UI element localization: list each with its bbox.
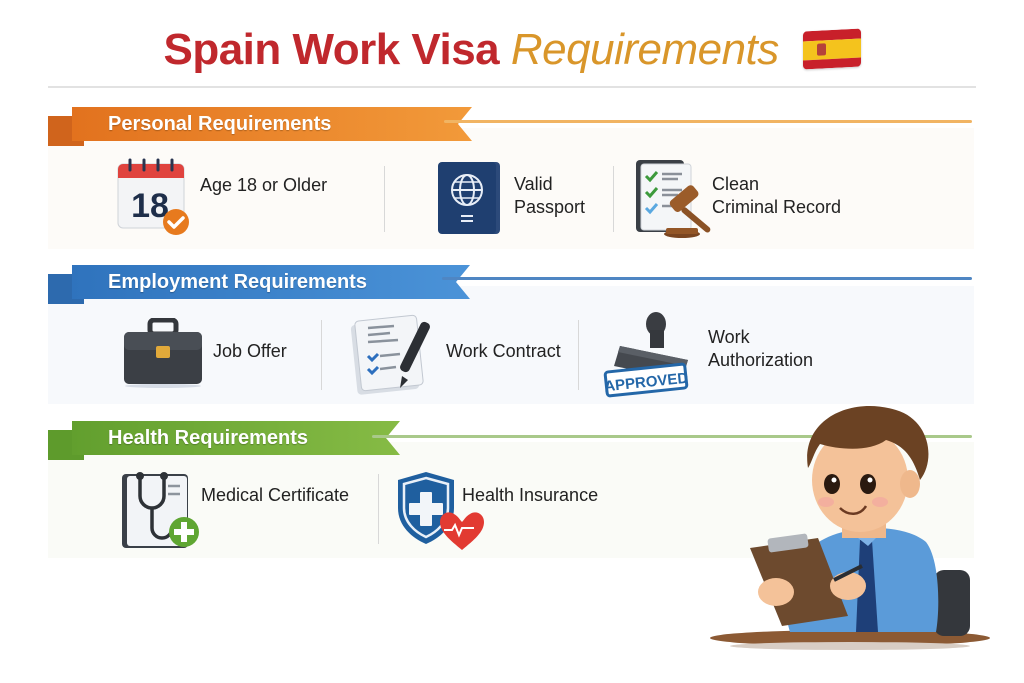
item-divider (578, 320, 579, 390)
requirement-label: Job Offer (213, 341, 287, 361)
title-part2: Requirements (510, 25, 779, 74)
briefcase-icon (124, 318, 202, 388)
health-insurance-shield-icon (398, 472, 484, 550)
passport-icon (438, 162, 500, 234)
requirement-label: Valid (514, 174, 553, 194)
ribbon-line (442, 277, 972, 280)
item-divider (378, 474, 379, 544)
requirement-label: Health Insurance (462, 485, 599, 505)
section-ribbon: Employment Requirements (72, 265, 470, 299)
contract-pen-icon (350, 314, 430, 395)
requirement-label: Age 18 or Older (200, 175, 328, 195)
checklist-gavel-icon (636, 160, 711, 238)
requirement-label: Work Contract (446, 341, 561, 361)
requirement-label: Clean (712, 174, 760, 194)
requirement-label: Medical Certificate (201, 485, 350, 505)
item-divider (321, 320, 322, 390)
requirement-health-insurance: Health Insurance (462, 484, 598, 507)
svg-text:18: 18 (131, 187, 169, 225)
section-ribbon: Personal Requirements (72, 107, 472, 141)
requirement-label-line2: Criminal Record (712, 197, 842, 217)
title-part1: Spain Work Visa (163, 25, 500, 74)
item-divider (613, 166, 614, 232)
personal-requirements-section: Personal Requirements 18 Age 18 or Older… (48, 104, 974, 249)
section-ribbon: Health Requirements (72, 421, 400, 455)
employment-requirements-section: Employment Requirements Job Offer Work C… (48, 262, 974, 404)
requirement-criminal-record: Clean Criminal Record (712, 173, 841, 219)
requirement-label-line2: Passport (514, 197, 586, 217)
person-with-clipboard-illustration (710, 406, 990, 650)
ribbon-line (444, 120, 972, 123)
title-divider (48, 86, 976, 88)
requirement-job-offer: Job Offer (213, 340, 287, 363)
spain-flag-icon (802, 28, 861, 70)
requirement-passport: Valid Passport (514, 173, 585, 219)
item-divider (384, 166, 385, 232)
approved-stamp-icon: APPROVED (604, 312, 689, 398)
ribbon-line (372, 435, 972, 438)
section-background (48, 128, 974, 249)
requirement-age: Age 18 or Older (200, 174, 327, 197)
page-title: Spain Work Visa Requirements (0, 22, 1024, 78)
calendar-check-icon: 18 (117, 158, 189, 235)
medical-certificate-icon (122, 472, 199, 548)
section-background (48, 286, 974, 404)
requirement-work-contract: Work Contract (446, 340, 561, 363)
requirement-work-authorization: Work Authorization (708, 326, 813, 372)
requirement-medical-certificate: Medical Certificate (201, 484, 349, 507)
requirement-label-line2: Authorization (708, 350, 814, 370)
requirement-label: Work (708, 327, 750, 347)
